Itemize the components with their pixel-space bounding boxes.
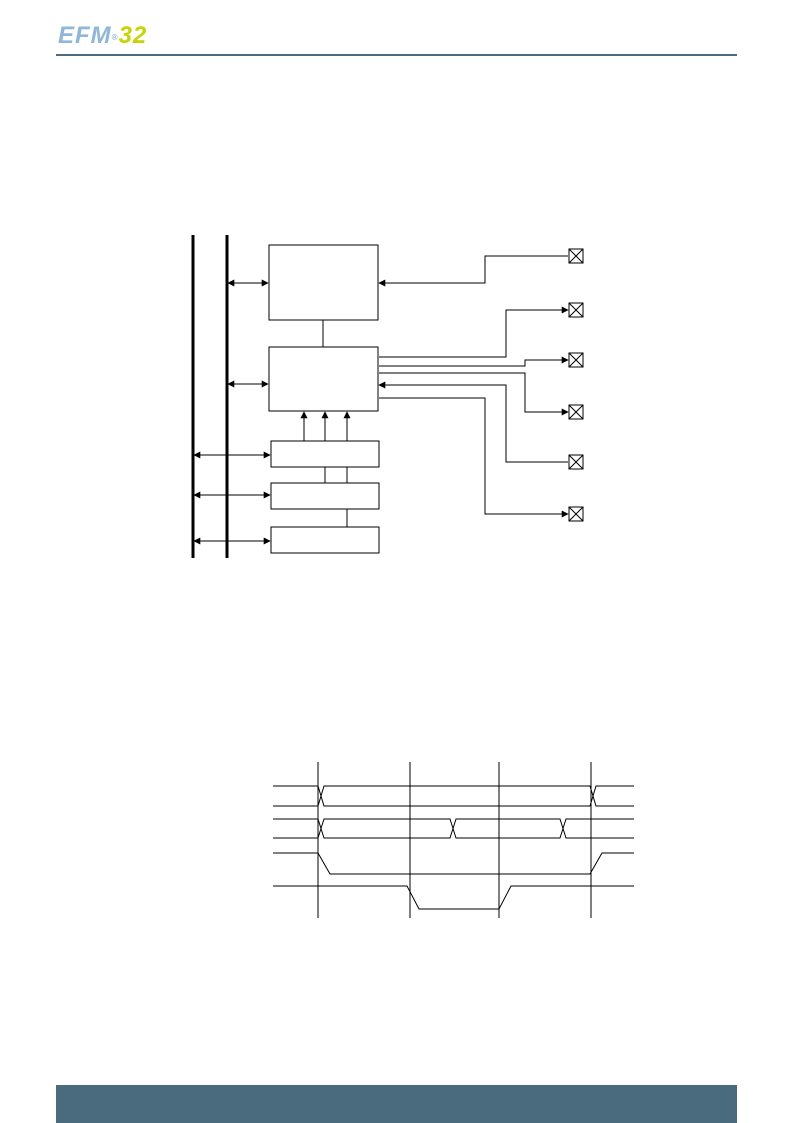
timing-signal-1: [273, 785, 634, 807]
block-register-1: [270, 440, 380, 468]
route-pin-3: [379, 356, 569, 367]
pin-pad-icon: [568, 248, 584, 264]
pin-pad-icon: [568, 404, 584, 420]
logo-brand: EFM: [58, 22, 112, 49]
route-pin-1: [378, 255, 568, 287]
footer-bar: [56, 1085, 737, 1123]
logo-registered-mark: ®: [111, 33, 119, 42]
timing-signal-4: [273, 885, 634, 910]
block-middle: [268, 346, 379, 412]
timing-signal-3: [273, 852, 634, 875]
timing-signal-2: [273, 818, 634, 839]
timing-diagram: [273, 762, 634, 918]
route-pin-2: [379, 306, 569, 358]
logo-number: 32: [118, 22, 148, 49]
pin-pad-icon: [568, 302, 584, 318]
block-register-2: [270, 482, 380, 510]
route-pin-6: [379, 397, 569, 518]
block-top: [268, 244, 379, 321]
route-pin-4: [379, 372, 569, 416]
pin-pad-icon: [568, 506, 584, 522]
efm32-logo: EFM®32: [58, 22, 147, 50]
route-pin-5: [378, 381, 568, 463]
header-rule: [56, 54, 737, 56]
block-register-3: [270, 526, 380, 554]
pin-pad-icon: [568, 454, 584, 470]
block-diagram: [191, 235, 584, 558]
pin-pad-icon: [568, 352, 584, 368]
